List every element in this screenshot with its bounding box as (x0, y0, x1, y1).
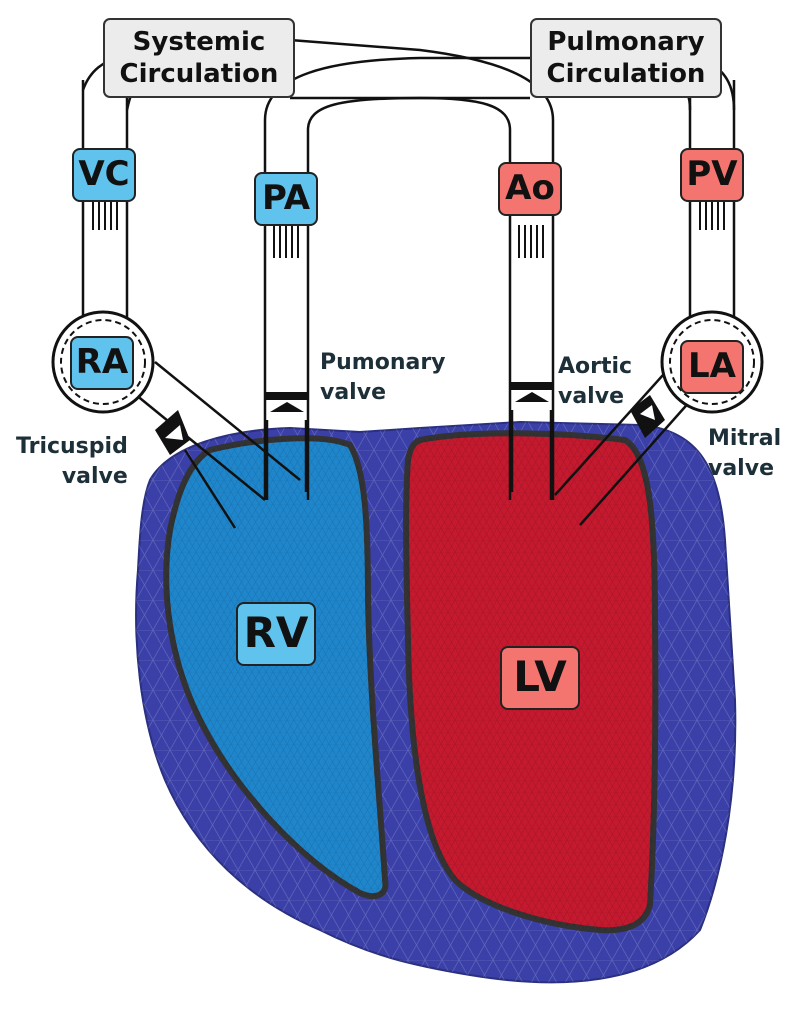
pulmonary-valve (266, 392, 308, 412)
pulmonary-line-2: Circulation (546, 59, 706, 89)
pulmonary-valve-label-1: Pumonary (320, 350, 446, 375)
systemic-circulation-box: Systemic Circulation (103, 18, 295, 98)
aortic-valve-label-1: Aortic (558, 354, 633, 379)
right-atrium-tag: RA (70, 336, 134, 390)
aortic-valve-label: Aortic valve (558, 352, 632, 412)
aortic-valve (511, 382, 553, 402)
right-ventricle-tag: RV (236, 602, 316, 666)
pulmonary-artery-tag: PA (254, 172, 318, 226)
tricuspid-valve-label-2: valve (61, 464, 128, 489)
mitral-valve (630, 395, 665, 438)
tricuspid-valve-label: Tricuspid valve (16, 432, 128, 492)
chamber-lines (183, 410, 553, 529)
aortic-valve-label-2: valve (558, 384, 624, 409)
systemic-line-1: Systemic (132, 27, 266, 57)
mitral-valve-label-2: valve (708, 456, 774, 481)
left-atrium-tag: LA (680, 340, 744, 394)
mitral-valve-label: Mitral valve (708, 424, 781, 484)
pulmonary-valve-label-2: valve (320, 380, 386, 405)
pulmonary-valve-label: Pumonary valve (320, 348, 446, 408)
right-ventricle-cavity (163, 435, 389, 900)
pulmonary-vein-tag: PV (680, 148, 744, 202)
vessel-hatching (92, 198, 725, 258)
systemic-line-2: Circulation (119, 59, 279, 89)
pulmonary-circulation-box: Pulmonary Circulation (530, 18, 722, 98)
aorta-tag: Ao (498, 162, 562, 216)
vessel-tubes (81, 38, 736, 526)
tricuspid-valve (155, 410, 190, 455)
pulmonary-line-1: Pulmonary (547, 27, 705, 57)
vena-cava-tag: VC (72, 148, 136, 202)
tricuspid-valve-label-1: Tricuspid (16, 434, 128, 459)
left-ventricle-tag: LV (500, 646, 580, 710)
mitral-valve-label-1: Mitral (708, 426, 782, 451)
